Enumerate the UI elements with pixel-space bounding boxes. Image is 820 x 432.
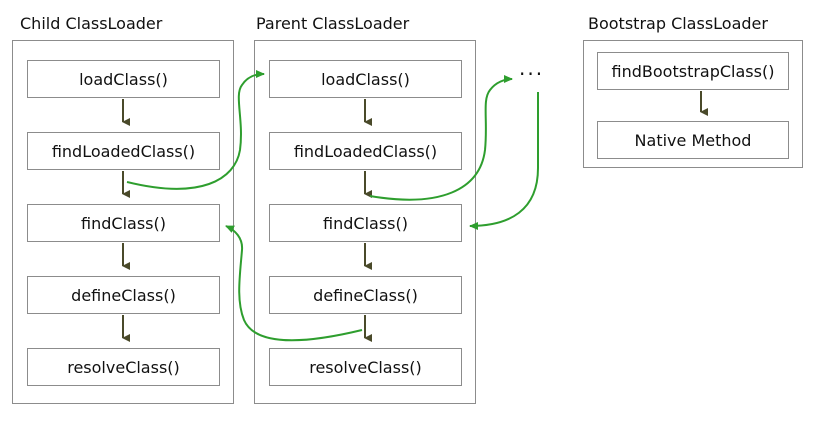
ellipsis-more-loaders: ··· [519,62,545,86]
parent-defineclass-node: defineClass() [269,276,462,314]
parent-resolveclass-node: resolveClass() [269,348,462,386]
return-upper-to-parent-findclass-arrow [469,92,539,230]
child-resolveclass-node: resolveClass() [27,348,220,386]
parent-loader-title: Parent ClassLoader [256,14,410,33]
child-findloadedclass-node: findLoadedClass() [27,132,220,170]
parent-findloadedclass-node: findLoadedClass() [269,132,462,170]
bootstrap-native-method-node: Native Method [597,121,789,159]
parent-loadclass-node: loadClass() [269,60,462,98]
child-findclass-node: findClass() [27,204,220,242]
child-loadclass-node: loadClass() [27,60,220,98]
bootstrap-loader-title: Bootstrap ClassLoader [588,14,768,33]
child-defineclass-node: defineClass() [27,276,220,314]
child-loader-title: Child ClassLoader [20,14,163,33]
bootstrap-findbootstrapclass-node: findBootstrapClass() [597,52,789,90]
parent-findclass-node: findClass() [269,204,462,242]
